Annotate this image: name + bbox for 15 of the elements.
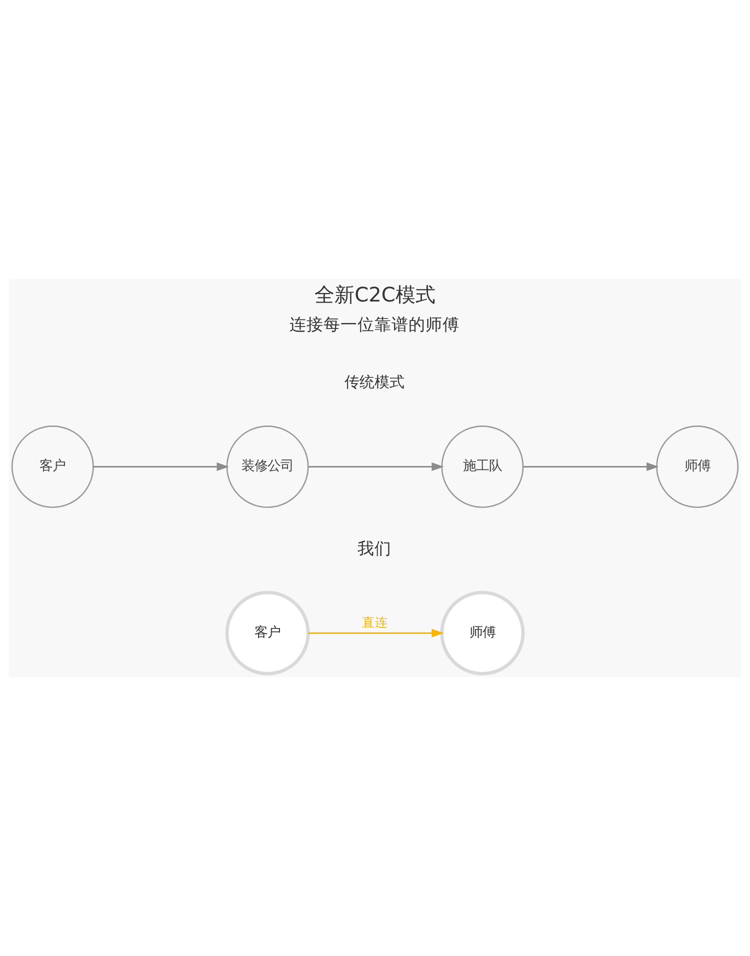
arrow bbox=[523, 462, 659, 471]
arrow bbox=[93, 462, 230, 471]
label: 连接每一位靠谱的师傅 bbox=[290, 314, 460, 334]
edge-label: 直连 bbox=[362, 614, 388, 630]
node-circle: 施工队 bbox=[441, 426, 524, 508]
label: 传统模式 bbox=[344, 373, 405, 392]
node-circle: 师傅 bbox=[440, 590, 525, 676]
label: 我们 bbox=[358, 538, 392, 558]
node-circle: 客户 bbox=[225, 590, 310, 676]
node-circle: 师傅 bbox=[656, 426, 739, 508]
arrow bbox=[308, 628, 444, 638]
node-circle: 装修公司 bbox=[226, 426, 309, 508]
diagram-title: 全新C2C模式 bbox=[314, 282, 436, 307]
arrow bbox=[308, 462, 444, 471]
node-circle: 客户 bbox=[11, 426, 94, 508]
